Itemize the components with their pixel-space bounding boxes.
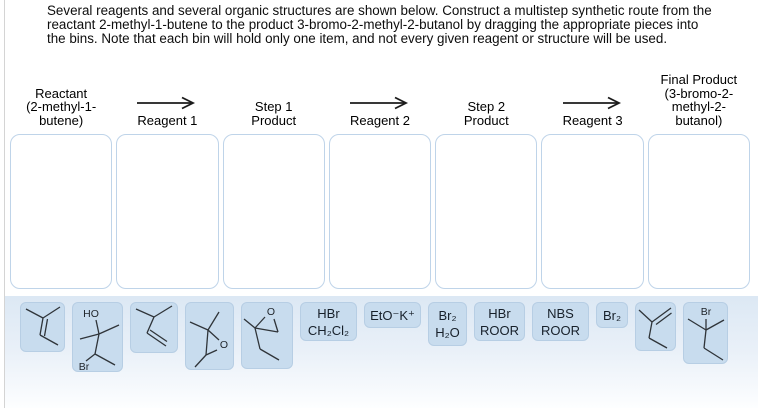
tray-reagent-etok[interactable]: EtO⁻K⁺	[364, 302, 421, 328]
bin-header-reactant: Reactant (2-methyl-1- butene)	[10, 56, 112, 130]
bin-header-reagent-2: Reagent 2	[329, 56, 431, 130]
bin-header-final-product: Final Product (3-bromo-2- methyl-2- buta…	[648, 56, 750, 130]
skeletal-structure-icon	[638, 306, 672, 349]
reagent-line: H₂O	[435, 325, 460, 340]
bin-label-reagent-2: Reagent 2	[349, 112, 410, 128]
reagent-line: EtO⁻K⁺	[370, 307, 415, 323]
bin-header-step-2-product: Step 2 Product	[435, 56, 537, 130]
reagent-line: CH₂Cl₂	[307, 322, 350, 338]
skeletal-structure-icon: HO Br	[79, 308, 120, 371]
bin-reagent-2[interactable]	[328, 134, 432, 289]
pieces-tray: HO Br	[5, 296, 758, 408]
skeletal-structure-icon: O	[243, 306, 280, 361]
bin-label-final-product: Final Product (3-bromo-2- methyl-2- buta…	[660, 72, 738, 128]
bin-headers: Reactant (2-methyl-1- butene) Reagent 1 …	[10, 56, 750, 130]
skeletal-structure-icon	[135, 305, 173, 347]
tray-structure-2-ethyl-2-methyloxirane[interactable]: O	[241, 302, 293, 369]
reaction-arrow-icon	[137, 96, 196, 109]
skeletal-structure-icon	[25, 306, 61, 346]
reagent-line: HBr	[317, 305, 340, 321]
bin-reagent-3[interactable]	[541, 134, 644, 289]
oxygen-label: O	[267, 306, 275, 318]
reagent-line: Br₂	[602, 307, 622, 323]
bin-label-step-1-product: Step 1 Product	[251, 99, 297, 128]
bin-header-reagent-1: Reagent 1	[116, 56, 218, 130]
skeletal-structure-icon: O	[189, 311, 228, 368]
tray-structure-2-methyl-2-butene[interactable]	[20, 302, 65, 352]
tray-structure-3-bromo-2-methyl-2-butanol[interactable]: HO Br	[72, 302, 123, 372]
bin-final-product[interactable]	[647, 134, 750, 289]
reagent-line: NBS	[547, 305, 574, 321]
tray-reagent-br2[interactable]: Br₂	[596, 302, 628, 328]
bin-step-2-product[interactable]	[435, 134, 538, 289]
skeletal-structure-icon: Br	[687, 306, 725, 361]
left-border-rule	[4, 0, 5, 408]
bins-row	[10, 134, 750, 289]
tray-tiles: HO Br	[20, 302, 728, 372]
reagent-line: Br₂	[438, 308, 457, 323]
bin-header-step-1-product: Step 1 Product	[223, 56, 325, 130]
reaction-arrow-icon	[562, 96, 621, 109]
reagent-line: ROOR	[480, 322, 519, 338]
tray-structure-2-bromo-2-methylbutane[interactable]: Br	[683, 302, 728, 364]
tray-structure-trimethyloxirane[interactable]: O	[185, 302, 234, 370]
oxygen-label: O	[220, 339, 228, 351]
tray-reagent-hbr-roor[interactable]: HBr ROOR	[474, 302, 525, 341]
tray-structure-3-methyl-1-butene[interactable]	[130, 302, 178, 353]
tray-reagent-nbs-roor[interactable]: NBS ROOR	[532, 302, 589, 341]
tray-reagent-br2-h2o[interactable]: Br₂ H₂O	[428, 302, 467, 346]
bin-reactant[interactable]	[10, 134, 113, 289]
bin-header-reagent-3: Reagent 3	[541, 56, 643, 130]
reaction-arrow-icon	[349, 96, 408, 109]
bin-label-reagent-3: Reagent 3	[562, 112, 623, 128]
bromo-label: Br	[79, 361, 90, 371]
reagent-line: HBr	[488, 305, 511, 321]
bin-label-reactant: Reactant (2-methyl-1- butene)	[26, 85, 97, 128]
bromo-label: Br	[701, 306, 712, 318]
bin-step-1-product[interactable]	[222, 134, 325, 289]
tray-reagent-hbr-ch2cl2[interactable]: HBr CH₂Cl₂	[300, 302, 357, 341]
tray-structure-2-methyl-1-butene[interactable]	[635, 302, 676, 351]
bin-label-step-2-product: Step 2 Product	[463, 99, 509, 128]
bin-label-reagent-1: Reagent 1	[137, 112, 198, 128]
bin-reagent-1[interactable]	[116, 134, 219, 289]
instructions-text: Several reagents and several organic str…	[47, 3, 712, 46]
reagent-line: ROOR	[541, 322, 580, 338]
hydroxyl-label: HO	[83, 308, 99, 320]
